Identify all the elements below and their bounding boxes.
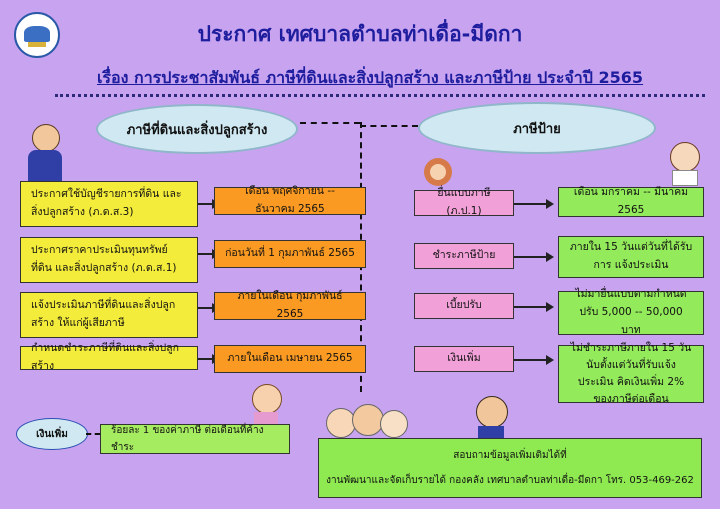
penalty-oval: เงินเพิ่ม [16, 418, 88, 450]
arrow-icon [514, 199, 554, 209]
page-subtitle: เรื่อง การประชาสัมพันธ์ ภาษีที่ดินและสิ่… [96, 68, 644, 87]
contact-box: สอบถามข้อมูลเพิ่มเติมได้ที่ งานพัฒนาและจ… [318, 438, 702, 498]
land-time-1: เดือน พฤศจิกายน -- ธันวาคม 2565 [214, 185, 366, 215]
sign-step-3: เบี้ยปรับ [414, 293, 514, 319]
sign-time-4: ไม่ชำระภาษีภายใน 15 วัน นับตั้งแต่วันที่… [558, 342, 704, 405]
land-time-2: ก่อนวันที่ 1 กุมภาพันธ์ 2565 [214, 240, 366, 268]
connector-top [300, 122, 360, 124]
arrow-icon [514, 302, 554, 312]
sign-step-4: เงินเพิ่ม [414, 346, 514, 372]
land-step-4: กำหนดชำระภาษีที่ดินและสิ่งปลูกสร้าง [20, 342, 198, 372]
title-divider [55, 94, 705, 97]
contact-details: งานพัฒนาและจัดเก็บรายได้ กองคลัง เทศบาลต… [326, 475, 694, 486]
sign-time-2: ภายใน 15 วันแต่วันที่ได้รับการ แจ้งประเม… [558, 236, 704, 278]
contact-heading: สอบถามข้อมูลเพิ่มเติมได้ที่ [453, 450, 567, 461]
penalty-label: เงินเพิ่ม [36, 428, 68, 440]
sign-time-3: ไม่มายื่นแบบตามกำหนด ปรับ 5,000 -- 50,00… [558, 288, 704, 336]
sign-time-1: เดือน มกราคม -- มีนาคม 2565 [558, 186, 704, 217]
penalty-connector [86, 433, 100, 435]
sign-step-1: ยื่นแบบภาษี (ภ.ป.1) [414, 187, 514, 217]
land-step-3: แจ้งประเมินภาษีที่ดินและสิ่งปลูกสร้าง ให… [20, 292, 198, 338]
page-title: ประกาศ เทศบาลตำบลท่าเดื่อ-มีดกา [197, 22, 523, 46]
penalty-text-box: ร้อยละ 1 ของค่าภาษี ต่อเดือนที่ค้างชำระ [100, 424, 290, 454]
municipality-logo [14, 12, 60, 58]
land-step-2: ประกาศราคาประเมินทุนทรัพย์ที่ดิน และสิ่ง… [20, 237, 198, 283]
cartoon-man-left [22, 124, 70, 188]
land-time-3: ภายในเดือน กุมภาพันธ์ 2565 [214, 290, 366, 320]
connector-right [360, 125, 418, 127]
sign-tax-heading: ภาษีป้าย [513, 121, 561, 137]
sign-tax-cloud: ภาษีป้าย [420, 104, 654, 152]
arrow-icon [514, 355, 554, 365]
cartoon-girl-right [664, 142, 704, 186]
cartoon-man-bottom [470, 396, 512, 444]
land-tax-cloud: ภาษีที่ดินและสิ่งปลูกสร้าง [98, 106, 296, 152]
cartoon-woman-right [420, 158, 456, 188]
arrow-icon [514, 252, 554, 262]
land-time-4: ภายในเดือน เมษายน 2565 [214, 345, 366, 373]
sign-step-2: ชำระภาษีป้าย [414, 243, 514, 269]
land-tax-heading: ภาษีที่ดินและสิ่งปลูกสร้าง [126, 122, 268, 138]
land-step-1: ประกาศใช้บัญชีรายการที่ดิน และสิ่งปลูกสร… [20, 181, 198, 227]
cartoon-group-bottom [326, 404, 410, 442]
